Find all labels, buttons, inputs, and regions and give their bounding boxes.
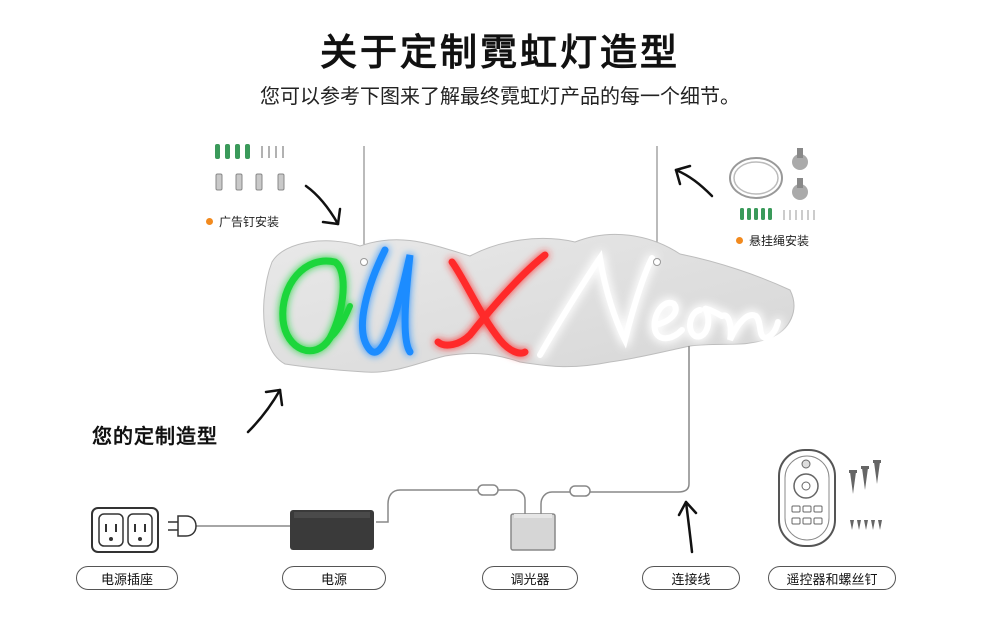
nail-mount-label: 广告钉安装 (206, 213, 279, 230)
neon-letter-u (359, 246, 414, 356)
remote-control-icon (778, 449, 836, 547)
cable-connector (477, 484, 499, 496)
custom-shape-label: 您的定制造型 (92, 424, 218, 448)
neon-letter-o (279, 257, 353, 355)
arrow-to-sign-right-icon (674, 164, 714, 198)
outlet-label: 电源插座 (76, 566, 178, 590)
wall-outlet-icon (91, 507, 159, 553)
bullet-dot (206, 218, 213, 225)
neon-word-neon (537, 250, 781, 358)
arrow-to-cable-icon (677, 500, 698, 554)
page-subtitle: 您可以参考下图来了解最终霓虹灯产品的每一个细节。 (260, 84, 740, 108)
power-supply-label: 电源 (282, 566, 386, 590)
rope-mount-label: 悬挂绳安装 (736, 232, 809, 249)
nail-kit-icon (215, 144, 285, 191)
screws-icon (849, 460, 882, 530)
power-supply-icon (290, 510, 374, 550)
dimmer-label: 调光器 (482, 566, 578, 590)
dimmer-box-icon (510, 513, 556, 551)
bullet-dot (736, 237, 743, 244)
wiring (196, 346, 690, 527)
power-plug-icon (168, 515, 197, 537)
remote-screws-label: 遥控器和螺丝钉 (768, 566, 896, 590)
arrow-to-sign-left-icon (304, 184, 342, 226)
hanging-rope-kit-icon (729, 148, 815, 220)
cable-connector (569, 485, 591, 497)
cable-label: 连接线 (642, 566, 740, 590)
arrow-to-custom-shape-icon (246, 388, 284, 434)
page-title: 关于定制霓虹灯造型 (320, 31, 680, 74)
neon-letter-x (434, 251, 549, 357)
